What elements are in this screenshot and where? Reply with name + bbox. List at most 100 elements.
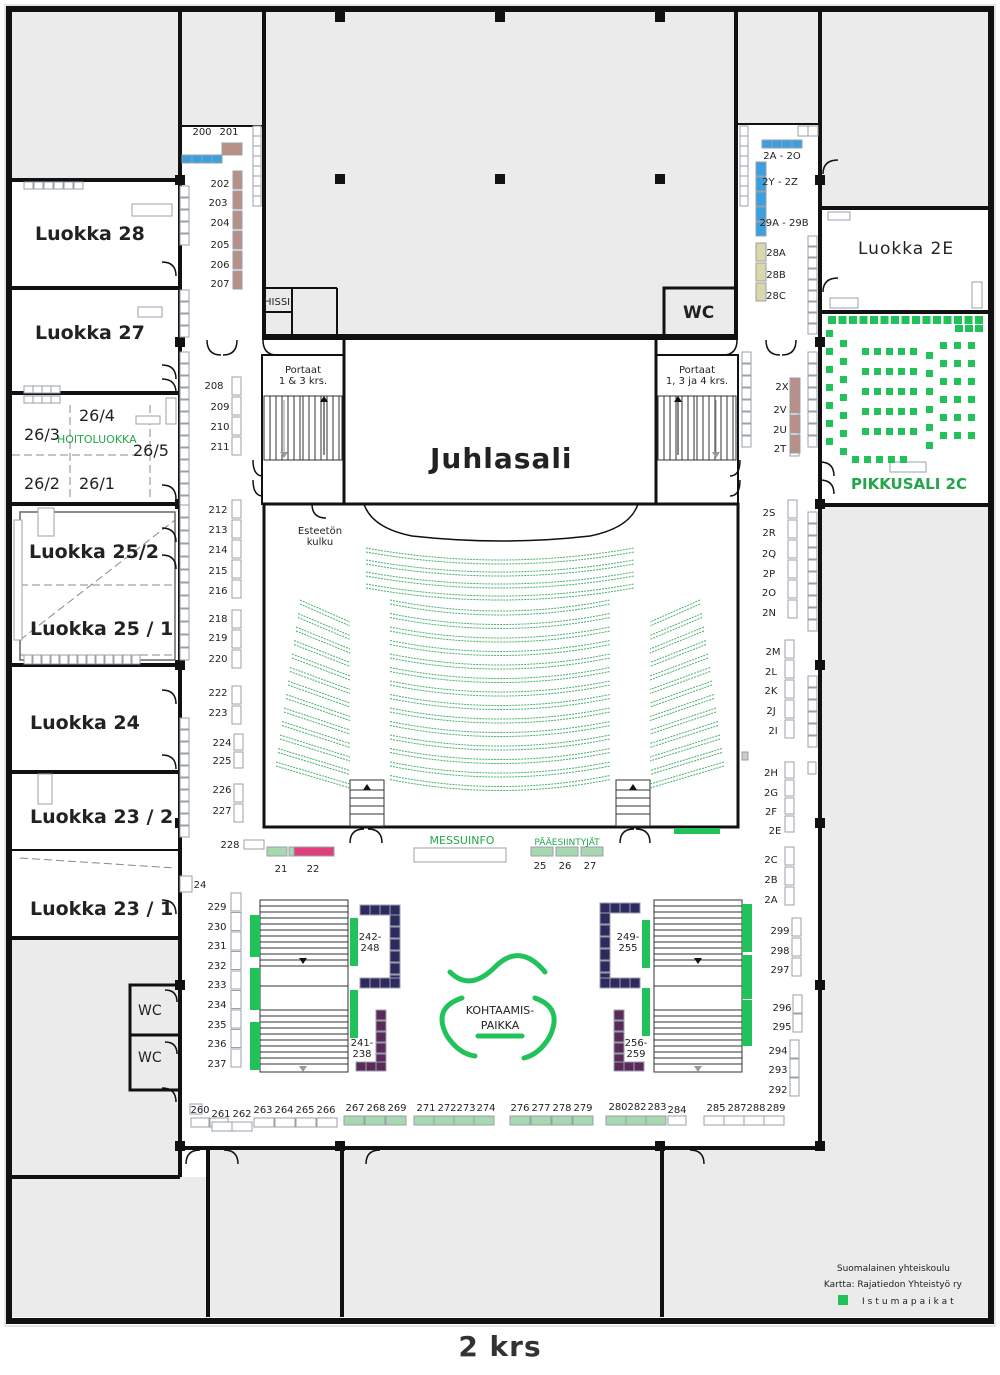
stand: [807, 583, 818, 596]
seat: [910, 368, 917, 375]
stand: [787, 519, 798, 539]
stand: [37, 507, 55, 537]
stand: [792, 1013, 803, 1033]
seat: [874, 408, 881, 415]
stand: [789, 394, 801, 414]
stand: [609, 902, 621, 914]
stand: [63, 181, 74, 190]
seat-bench: [674, 828, 720, 834]
stand: [179, 530, 190, 544]
meeting-point-graphic: [439, 953, 557, 1061]
stand: [739, 135, 749, 147]
stand: [791, 937, 802, 957]
stand-label: 268: [366, 1103, 385, 1114]
stand: [807, 301, 818, 313]
seat: [910, 348, 917, 355]
stand-label: 267: [345, 1103, 364, 1114]
stand: [787, 499, 798, 519]
stand-label: 21: [275, 864, 288, 875]
stand: [179, 647, 190, 661]
stand: [789, 414, 801, 434]
seat: [910, 388, 917, 395]
stand: [741, 423, 752, 436]
stand: [743, 1115, 765, 1126]
stand: [741, 751, 749, 761]
stairs-left-upper: [263, 395, 343, 461]
stand: [739, 155, 749, 167]
seat: [862, 408, 869, 415]
stand: [739, 165, 749, 177]
stand-label: 2H: [764, 768, 778, 779]
stand: [179, 517, 190, 531]
stand: [784, 679, 795, 699]
stand: [761, 139, 773, 149]
stand-label: 238: [352, 1049, 371, 1060]
stand-label: 265: [295, 1105, 314, 1116]
stand: [807, 387, 818, 400]
seat: [862, 388, 869, 395]
stand: [179, 504, 190, 518]
stand: [252, 155, 262, 167]
stand: [389, 977, 401, 989]
stairs-right-line1: Portaat: [679, 365, 715, 376]
stand-label: 263: [253, 1105, 272, 1116]
seat: [926, 388, 933, 395]
floor-label: 2 krs: [458, 1330, 542, 1363]
stand: [807, 607, 818, 620]
stand: [41, 385, 52, 394]
stand: [135, 415, 161, 425]
room-luokka-2e: Luokka 2E: [858, 239, 954, 259]
seat-bench: [250, 915, 260, 957]
doors: [161, 159, 839, 1165]
hoitoluokka-label: HOITOLUOKKA: [57, 433, 137, 446]
stand-label: 293: [768, 1065, 787, 1076]
stand: [230, 912, 242, 931]
stand: [389, 950, 401, 963]
stand-label: 2R: [762, 528, 775, 539]
room-luokka-25-1: Luokka 25 / 1: [30, 618, 173, 640]
stand: [190, 1117, 210, 1128]
seat: [901, 316, 910, 324]
stand: [703, 1115, 725, 1126]
stand-label: 2O: [762, 588, 776, 599]
stand: [739, 195, 749, 207]
seat: [826, 384, 833, 391]
stand: [232, 170, 243, 190]
stand: [189, 1103, 203, 1115]
seat: [840, 340, 847, 347]
seat-bench: [742, 904, 752, 952]
paaesiintyjat-label: PÄÄESIINTYJÄT: [534, 837, 600, 848]
stand-label: 2F: [765, 807, 777, 818]
stairs-right-line2: 1, 3 ja 4 krs.: [666, 376, 728, 387]
stand: [221, 142, 243, 156]
stand-label: 201: [219, 127, 238, 138]
stand-label: 2P: [763, 569, 775, 580]
stand: [232, 250, 243, 270]
stand: [231, 685, 242, 705]
exhibitor-stands: [13, 125, 983, 1132]
stand: [784, 719, 795, 739]
seat: [840, 358, 847, 365]
stand: [807, 619, 818, 632]
stand: [41, 654, 51, 665]
stand-label: 2A - 2O: [763, 151, 801, 162]
accessible-route-line2: kulku: [307, 537, 333, 548]
stand: [971, 281, 983, 309]
stand-label: 2M: [766, 647, 781, 658]
stand: [179, 801, 190, 814]
stand: [179, 221, 190, 234]
room-labels: Luokka 28 Luokka 27 Luokka 2E Luokka 25/…: [24, 223, 967, 1066]
stand: [179, 313, 190, 326]
stand: [179, 813, 190, 826]
stand-label: 223: [208, 708, 227, 719]
stand-label: 216: [208, 586, 227, 597]
stand: [32, 654, 42, 665]
hissi-label: HISSI: [264, 297, 290, 308]
stand: [231, 376, 242, 396]
stand: [274, 1117, 296, 1128]
stand: [629, 902, 641, 914]
stand-label: 2Y - 2Z: [762, 177, 798, 188]
stand-label: 210: [210, 422, 229, 433]
accessible-route-line1: Esteetön: [298, 526, 342, 537]
stand-label: 2Q: [762, 549, 776, 560]
